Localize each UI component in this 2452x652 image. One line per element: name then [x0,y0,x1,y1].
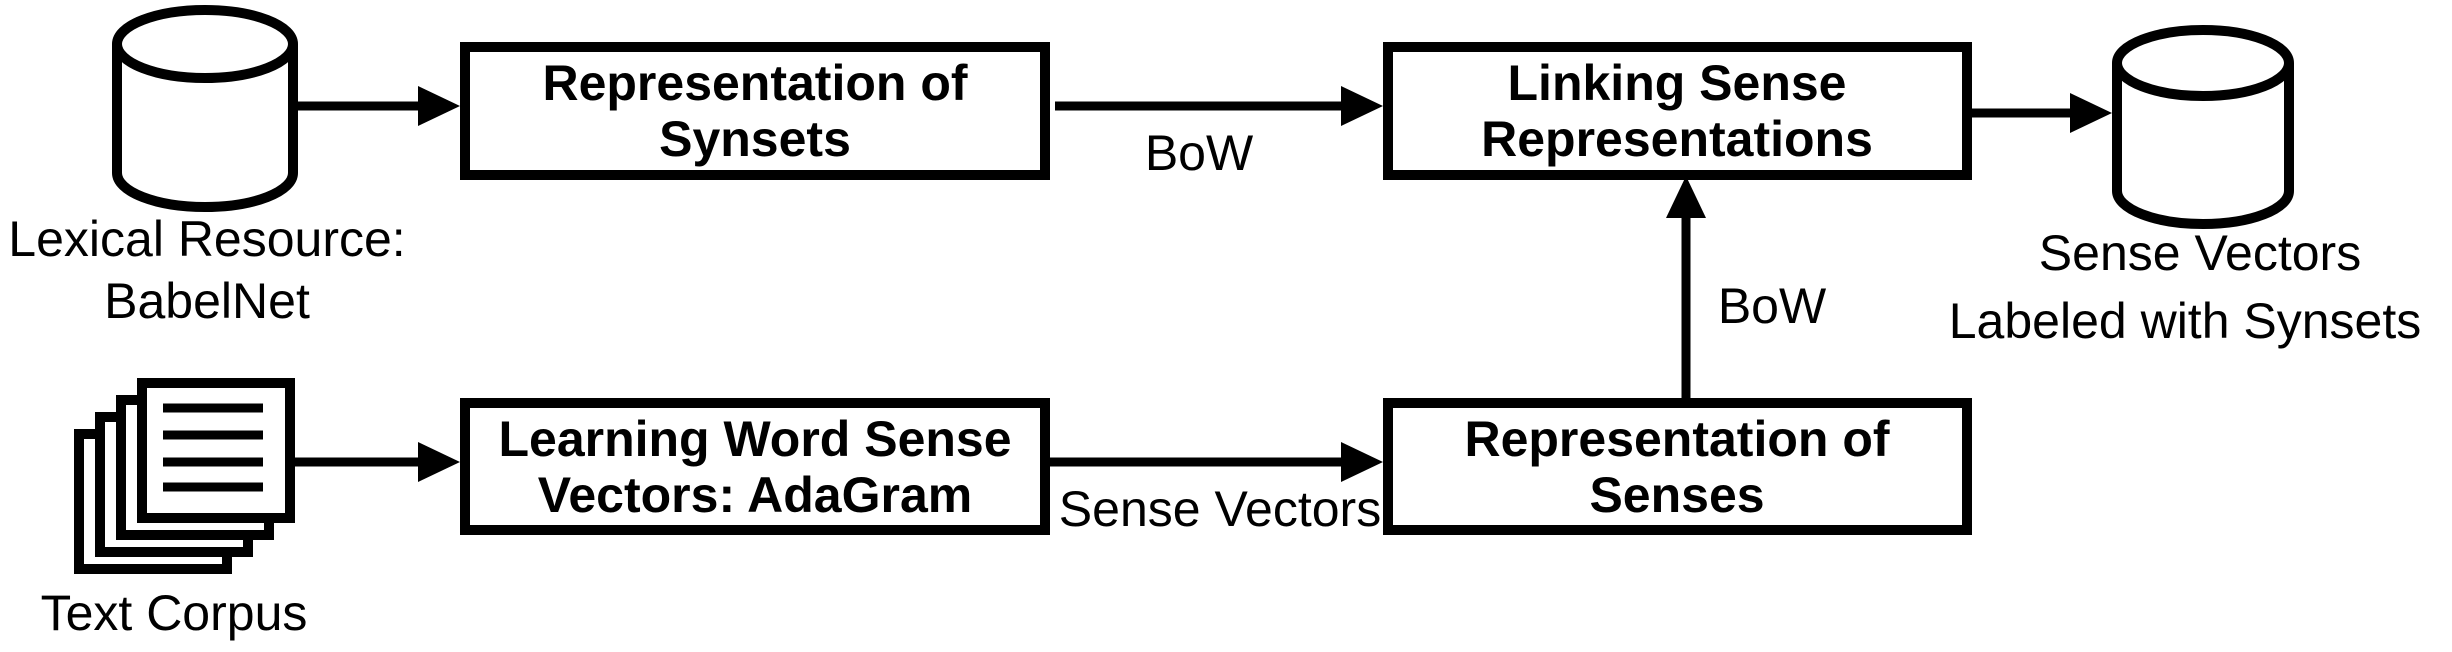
node-box-border [460,42,1050,180]
text-corpus-node: Text Corpus [41,378,308,641]
sense-vectors-edge-label: Sense Vectors [1059,481,1381,537]
edge-senses-to-linking: BoW [1666,176,1827,398]
lexical-resource-label-line1: Lexical Resource: [8,211,405,267]
lexical-resource-label-line2: BabelNet [104,273,310,329]
bow-label-vertical: BoW [1718,278,1827,334]
learning-word-sense-vectors-box: Learning Word Sense Vectors: AdaGram [460,398,1050,535]
node-box-border [1383,398,1972,535]
linking-sense-representations-line2: Representations [1481,111,1873,167]
edge-linking-to-output [1972,93,2112,133]
sense-vectors-output-label-line1: Sense Vectors [2039,225,2361,281]
edge-resource-to-synsets [293,86,460,126]
sense-vectors-output-label-line2: Labeled with Synsets [1949,293,2422,349]
learning-word-sense-vectors-line2: Vectors: AdaGram [538,467,972,523]
bow-label-top: BoW [1145,125,1254,181]
database-cylinder-icon [2112,63,2294,229]
representation-of-synsets-box: Representation of Synsets [460,42,1050,180]
linking-sense-representations-box: Linking Sense Representations [1383,42,1972,180]
representation-of-senses-line2: Senses [1589,467,1764,523]
database-cylinder-icon [112,44,298,212]
arrow-head-icon [418,442,460,482]
sense-vectors-output-node: Sense Vectors Labeled with Synsets [1949,25,2422,349]
representation-of-synsets-line1: Representation of [542,55,967,111]
learning-word-sense-vectors-line1: Learning Word Sense [498,411,1011,467]
database-cylinder-top-icon [112,5,298,83]
database-cylinder-top-icon [2112,25,2294,101]
node-box-border [460,398,1050,535]
edge-adagram-to-senses: Sense Vectors [1050,442,1383,537]
edge-synsets-to-linking: BoW [1055,86,1383,181]
arrow-head-icon [1341,86,1383,126]
document-page-1 [137,378,295,523]
arrow-head-icon [418,86,460,126]
text-corpus-label: Text Corpus [41,585,308,641]
lexical-resource-node: Lexical Resource: BabelNet [8,5,406,329]
representation-of-senses-box: Representation of Senses [1383,398,1972,535]
edge-corpus-to-adagram [290,442,460,482]
linking-sense-representations-line1: Linking Sense [1508,55,1847,111]
arrow-head-icon [2070,93,2112,133]
node-box-border [1383,42,1972,180]
arrow-head-icon [1341,442,1383,482]
arrow-head-icon [1666,176,1706,218]
representation-of-synsets-line2: Synsets [659,111,851,167]
representation-of-senses-line1: Representation of [1464,411,1889,467]
document-stack-icon [74,378,295,574]
